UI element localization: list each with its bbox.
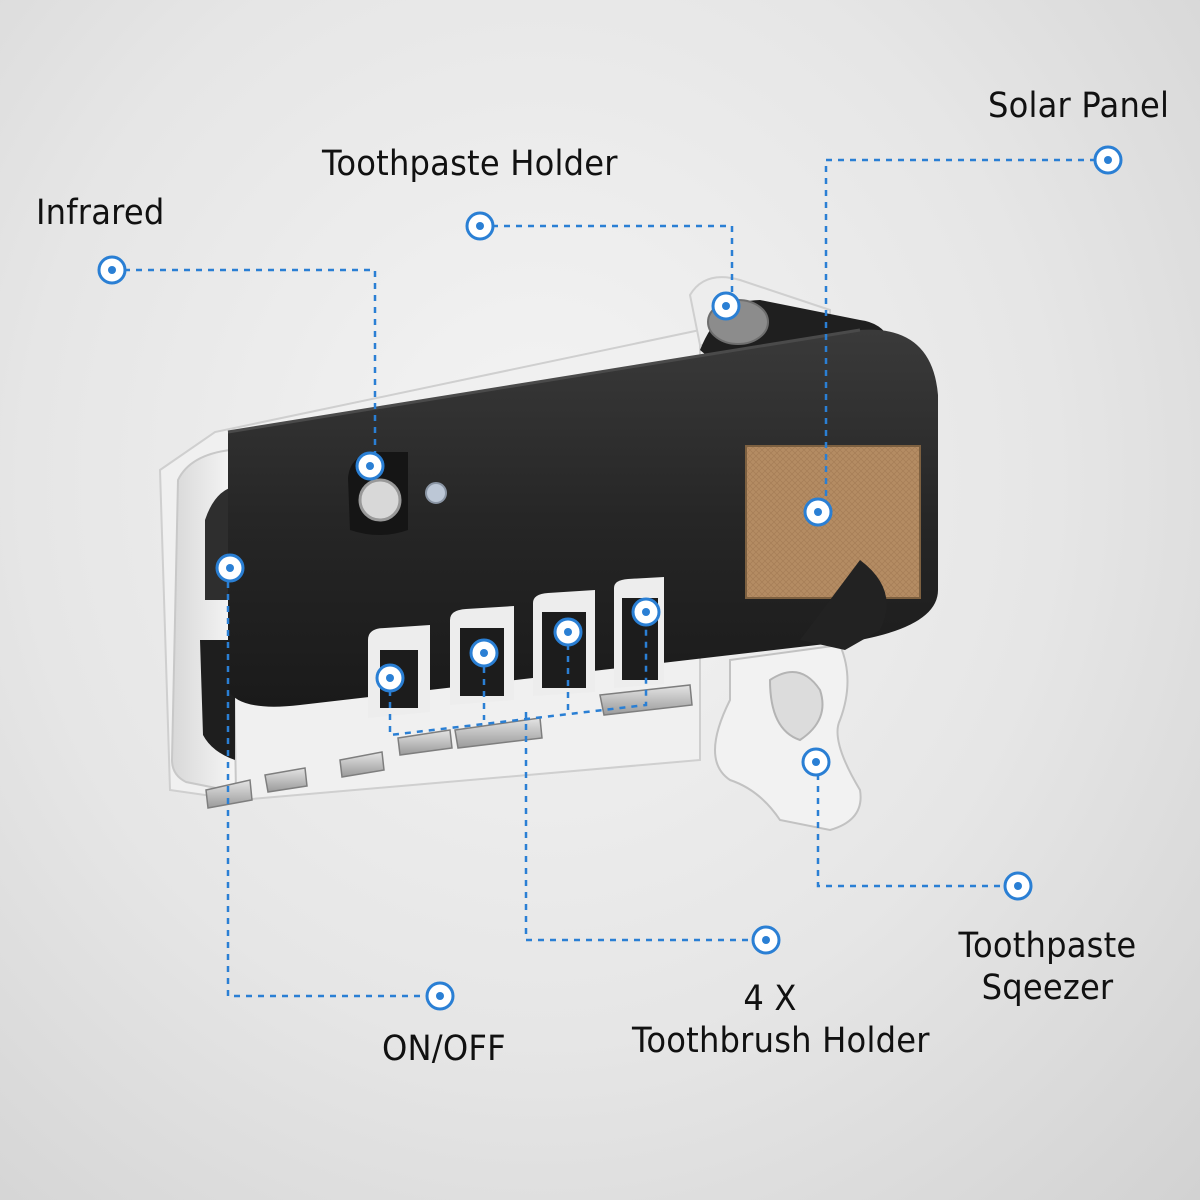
marker-brush-2 bbox=[469, 638, 499, 668]
toothpaste-holder-label: Toothpaste Holder bbox=[322, 144, 618, 184]
marker-brush-label bbox=[751, 925, 781, 955]
callout-toothbrush-holder bbox=[388, 612, 766, 942]
marker-squeezer-device bbox=[801, 747, 831, 777]
brush-rest-prongs bbox=[205, 684, 693, 809]
infrared-sensor-icon bbox=[358, 478, 402, 522]
marker-solar-label bbox=[1093, 145, 1123, 175]
device-body bbox=[228, 329, 938, 707]
marker-onoff-device bbox=[215, 553, 245, 583]
toothpaste-squeezer bbox=[714, 643, 862, 832]
squeezer-mount bbox=[800, 560, 887, 650]
callout-markers bbox=[97, 145, 1123, 1011]
marker-paste-device bbox=[711, 291, 741, 321]
on-off-label: ON/OFF bbox=[382, 1029, 506, 1069]
callout-squeezer bbox=[816, 762, 1018, 888]
squeezer-label-line1: Toothpaste bbox=[958, 926, 1137, 966]
marker-onoff-label bbox=[425, 981, 455, 1011]
marker-squeezer-label bbox=[1003, 871, 1033, 901]
indicator-led-icon bbox=[425, 482, 447, 504]
toothpaste-squeezer-label: Toothpaste Sqeezer bbox=[958, 925, 1137, 1009]
callout-infrared bbox=[112, 268, 377, 465]
callout-on-off bbox=[226, 570, 440, 998]
solar-panel bbox=[745, 445, 921, 599]
marker-brush-4 bbox=[631, 597, 661, 627]
callout-solar-panel bbox=[824, 158, 1108, 512]
marker-paste-label bbox=[465, 211, 495, 241]
infrared-label: Infrared bbox=[36, 193, 165, 233]
marker-brush-3 bbox=[553, 617, 583, 647]
marker-infrared-label bbox=[97, 255, 127, 285]
left-cap-recess bbox=[200, 640, 235, 760]
toothbrush-holder-count: 4 X bbox=[743, 979, 797, 1019]
solar-panel-label: Solar Panel bbox=[988, 86, 1170, 126]
marker-infrared-device bbox=[355, 451, 385, 481]
marker-solar-device bbox=[803, 497, 833, 527]
toothbrush-holder-label: 4 X Toothbrush Holder bbox=[632, 978, 930, 1062]
device-top-edge bbox=[227, 328, 861, 434]
squeezer-label-line2: Sqeezer bbox=[981, 968, 1114, 1008]
squeezer-lever bbox=[768, 671, 824, 742]
callout-toothpaste-holder bbox=[480, 224, 734, 306]
callout-lines bbox=[112, 158, 1108, 998]
marker-brush-1 bbox=[375, 663, 405, 693]
toothbrush-holder-device bbox=[158, 276, 938, 832]
toothbrush-holder-text: Toothbrush Holder bbox=[632, 1021, 930, 1061]
